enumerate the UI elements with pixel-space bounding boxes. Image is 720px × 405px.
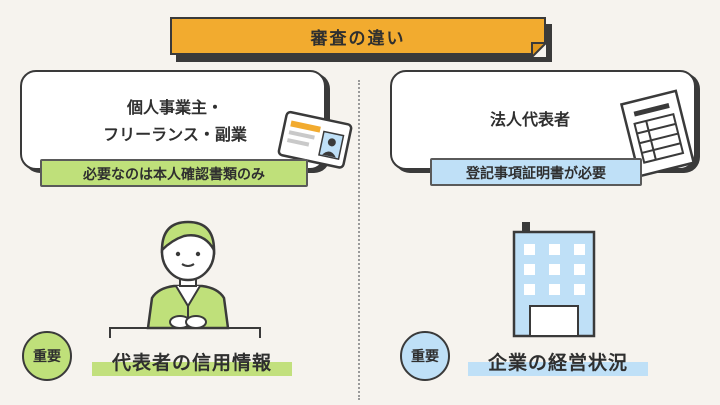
left-important-badge: 重要 [22,331,72,381]
left-focus-label: 代表者の信用情報 [111,352,272,374]
left-category-line2: フリーランス・副業 [103,125,247,144]
id-card-icon [277,110,353,169]
right-focus-highlight [468,362,648,376]
title-fold-corner [531,42,549,60]
right-category-title: 法人代表者 [489,110,570,129]
left-focus-highlight [92,362,292,376]
document-icon [619,89,696,178]
page-title: 審査の違い [310,28,406,49]
left-category-line1: 個人事業主・ [126,98,223,117]
left-requirement-tag: 必要なのは本人確認書類のみ [40,159,308,187]
left-category-title: 個人事業主・ フリーランス・副業 [60,94,290,148]
column-divider [358,80,360,400]
right-focus-label: 企業の経営状況 [487,352,628,374]
right-requirement-tag: 登記事項証明書が必要 [430,158,642,186]
person-icon [109,220,261,338]
title-banner [170,17,546,55]
right-important-badge: 重要 [400,331,450,381]
office-building-icon [512,222,596,338]
